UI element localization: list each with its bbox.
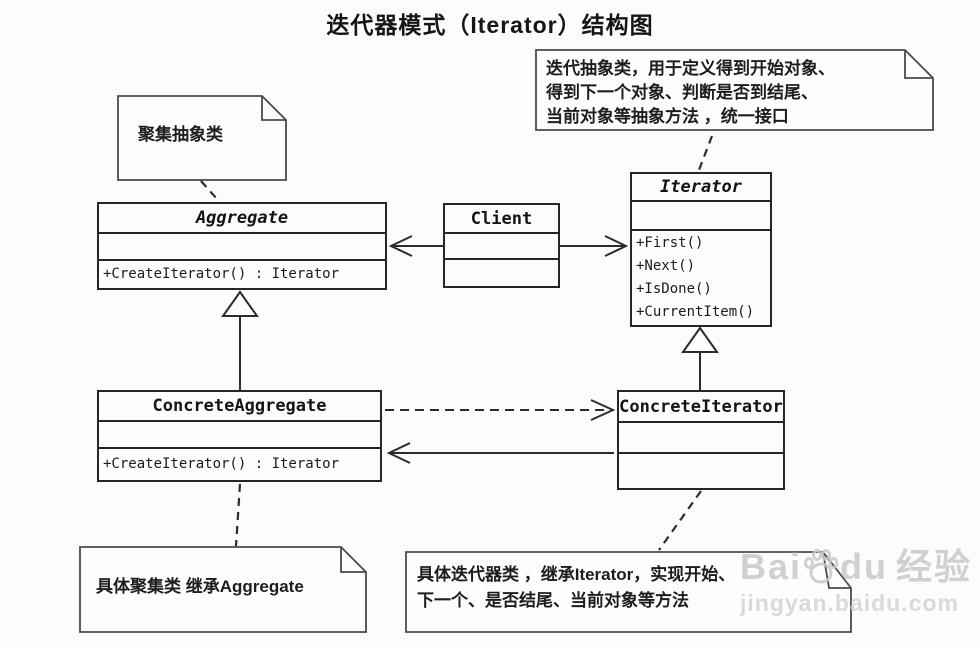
note-line: 当前对象等抽象方法 ，统一接口 bbox=[546, 107, 789, 126]
class-attributes-client bbox=[445, 232, 558, 258]
class-methods-client bbox=[445, 258, 558, 286]
class-name-concrete-aggregate: ConcreteAggregate bbox=[152, 396, 327, 416]
connector-dependency-concrete-aggregate-to-concrete-iterator bbox=[385, 399, 616, 421]
watermark: Bai du 经验 jingyan.baidu.com bbox=[740, 545, 972, 617]
note-shape-aggregate bbox=[117, 95, 287, 181]
watermark-brand-suffix: du bbox=[840, 546, 889, 587]
class-box-concrete-aggregate: ConcreteAggregate +CreateIterator() : It… bbox=[97, 390, 382, 482]
note-concrete-aggregate: 具体聚集类 继承Aggregate bbox=[96, 572, 304, 597]
method-currentitem: +CurrentItem() bbox=[636, 304, 755, 320]
connector-client-to-aggregate bbox=[388, 235, 443, 257]
watermark-brand: Bai du 经验 bbox=[740, 545, 972, 589]
method-create-iterator-concrete: +CreateIterator() : Iterator bbox=[103, 456, 340, 472]
class-name-iterator: Iterator bbox=[660, 177, 742, 197]
class-methods-aggregate: +CreateIterator() : Iterator bbox=[99, 259, 385, 288]
note-line: 具体聚集类 继承Aggregate bbox=[96, 577, 304, 596]
connector-generalization-concrete-iterator bbox=[681, 326, 719, 390]
class-methods-concrete-iterator bbox=[619, 452, 783, 488]
class-attributes-concrete-aggregate bbox=[99, 420, 380, 447]
note-shape-concrete-aggregate bbox=[79, 546, 367, 633]
class-attributes-iterator bbox=[632, 200, 770, 229]
method-next: +Next() bbox=[636, 258, 696, 274]
note-line: 下一个、是否结尾、当前对象等方法 bbox=[417, 591, 689, 610]
connector-generalization-concrete-aggregate bbox=[221, 290, 259, 390]
note-line: 迭代抽象类，用于定义得到开始对象、 bbox=[546, 59, 835, 78]
note-shape-iterator bbox=[535, 49, 934, 131]
method-first: +First() bbox=[636, 235, 704, 251]
class-methods-concrete-aggregate: +CreateIterator() : Iterator bbox=[99, 447, 380, 480]
note-line: 具体迭代器类 ，继承Iterator，实现开始、 bbox=[417, 565, 736, 584]
class-name-concrete-iterator: ConcreteIterator bbox=[619, 396, 783, 417]
class-box-iterator: Iterator +First() +Next() +IsDone() +Cur… bbox=[630, 172, 772, 327]
note-iterator-abstract: 迭代抽象类，用于定义得到开始对象、 得到下一个对象、判断是否到结尾、 当前对象等… bbox=[546, 57, 835, 129]
method-isdone: +IsDone() bbox=[636, 281, 712, 297]
note-concrete-iterator: 具体迭代器类 ，继承Iterator，实现开始、 下一个、是否结尾、当前对象等方… bbox=[417, 562, 735, 614]
page-title: 迭代器模式（Iterator）结构图 bbox=[326, 12, 654, 38]
watermark-url: jingyan.baidu.com bbox=[740, 590, 959, 616]
method-create-iterator: +CreateIterator() : Iterator bbox=[103, 266, 340, 282]
note-line: 聚集抽象类 bbox=[138, 125, 223, 144]
note-aggregate-abstract: 聚集抽象类 bbox=[138, 120, 223, 145]
note-anchor-lines bbox=[200, 135, 714, 551]
class-name-client: Client bbox=[470, 208, 533, 229]
class-box-client: Client bbox=[443, 203, 560, 288]
class-box-aggregate: Aggregate +CreateIterator() : Iterator bbox=[97, 202, 387, 290]
class-methods-iterator: +First() +Next() +IsDone() +CurrentItem(… bbox=[632, 229, 770, 325]
watermark-tagline: 经验 bbox=[896, 546, 973, 587]
class-name-aggregate: Aggregate bbox=[195, 208, 289, 228]
class-attributes-concrete-iterator bbox=[619, 421, 783, 452]
connector-client-to-iterator bbox=[560, 235, 629, 257]
class-attributes-aggregate bbox=[99, 232, 385, 259]
connector-concrete-iterator-to-concrete-aggregate bbox=[386, 442, 614, 464]
watermark-brand-prefix: Bai bbox=[740, 546, 803, 587]
class-box-concrete-iterator: ConcreteIterator bbox=[617, 390, 785, 490]
paw-icon bbox=[804, 548, 839, 586]
note-line: 得到下一个对象、判断是否到结尾、 bbox=[546, 83, 818, 102]
